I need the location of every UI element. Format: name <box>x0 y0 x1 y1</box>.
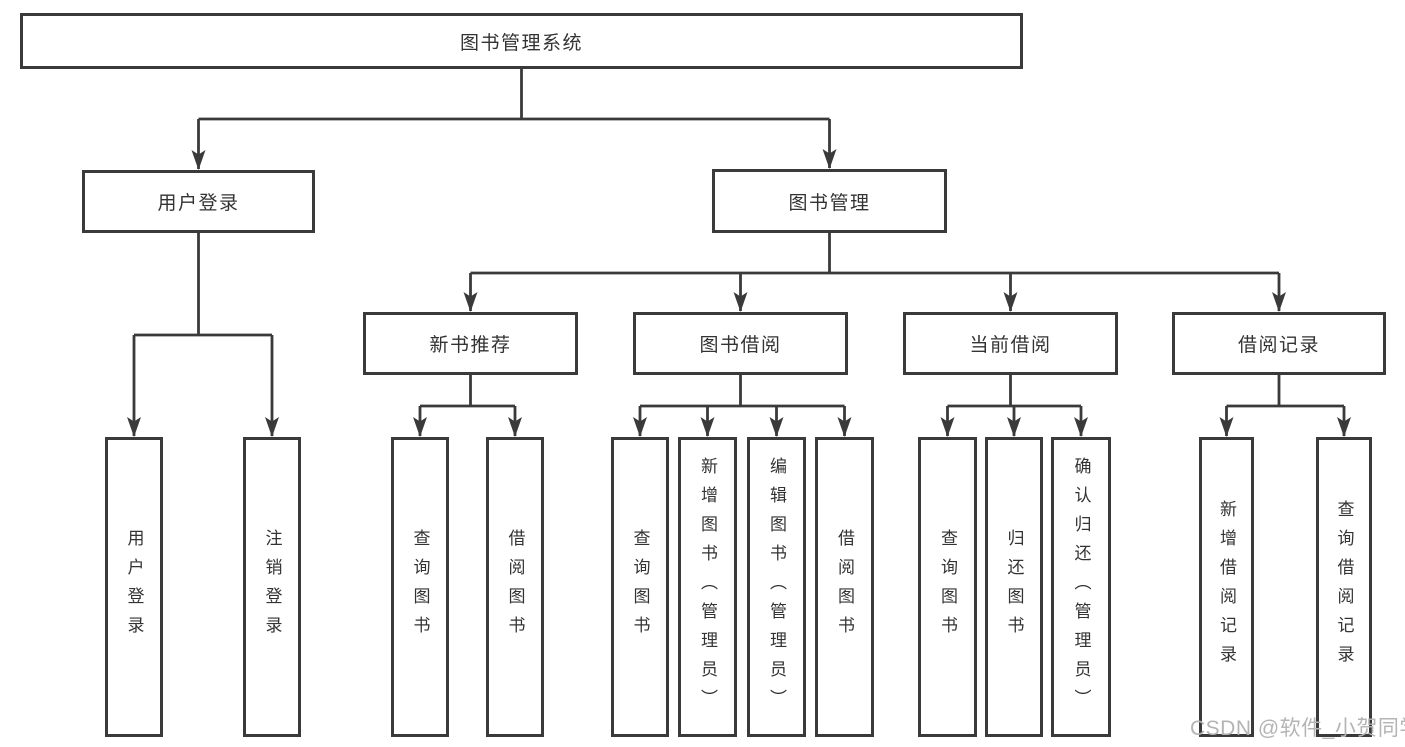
node-add-books-admin: 新增图书（管理员） <box>678 437 737 737</box>
node-book-management: 图书管理 <box>712 169 947 233</box>
node-label: 图书管理系统 <box>459 32 583 54</box>
node-label: 注销登录 <box>262 529 282 645</box>
node-borrowing-records: 借阅记录 <box>1172 312 1386 375</box>
node-query-books-1: 查询图书 <box>391 437 449 737</box>
node-logout-leaf: 注销登录 <box>243 437 301 737</box>
node-label: 归还图书 <box>1004 529 1024 645</box>
node-label: 借阅记录 <box>1237 335 1320 356</box>
node-label: 确认归还（管理员） <box>1071 456 1091 718</box>
node-return-books: 归还图书 <box>985 437 1043 737</box>
node-label: 查询图书 <box>938 529 957 645</box>
node-add-borrow-record: 新增借阅记录 <box>1199 437 1254 737</box>
node-label: 借阅图书 <box>835 529 854 645</box>
node-borrow-books-2: 借阅图书 <box>815 437 874 737</box>
node-user-login-leaf: 用户登录 <box>105 437 163 737</box>
node-query-books-3: 查询图书 <box>918 437 977 737</box>
node-query-books-2: 查询图书 <box>611 437 669 737</box>
node-query-borrow-record: 查询借阅记录 <box>1316 437 1372 737</box>
node-label: 查询图书 <box>410 529 430 645</box>
node-label: 新增图书（管理员） <box>698 456 717 718</box>
node-root: 图书管理系统 <box>20 13 1023 69</box>
node-label: 图书借阅 <box>699 335 782 356</box>
watermark: CSDN @软件_小贺同学 <box>1190 717 1405 740</box>
node-new-book-recommendation: 新书推荐 <box>363 312 578 375</box>
node-label: 当前借阅 <box>969 335 1052 356</box>
node-user-login: 用户登录 <box>82 170 315 233</box>
node-label: 借阅图书 <box>505 529 525 645</box>
node-label: 查询图书 <box>630 529 650 645</box>
node-label: 查询借阅记录 <box>1334 500 1354 674</box>
node-label: 新书推荐 <box>429 335 512 356</box>
node-current-borrowing: 当前借阅 <box>903 312 1118 375</box>
node-label: 新增借阅记录 <box>1217 500 1236 674</box>
node-borrow-books-1: 借阅图书 <box>486 437 544 737</box>
node-label: 编辑图书（管理员） <box>767 456 786 718</box>
node-confirm-return-admin: 确认归还（管理员） <box>1051 437 1111 737</box>
node-label: 用户登录 <box>157 193 240 214</box>
node-label: 用户登录 <box>124 529 144 645</box>
node-edit-books-admin: 编辑图书（管理员） <box>747 437 806 737</box>
node-book-borrowing: 图书借阅 <box>633 312 848 375</box>
node-label: 图书管理 <box>788 192 871 214</box>
